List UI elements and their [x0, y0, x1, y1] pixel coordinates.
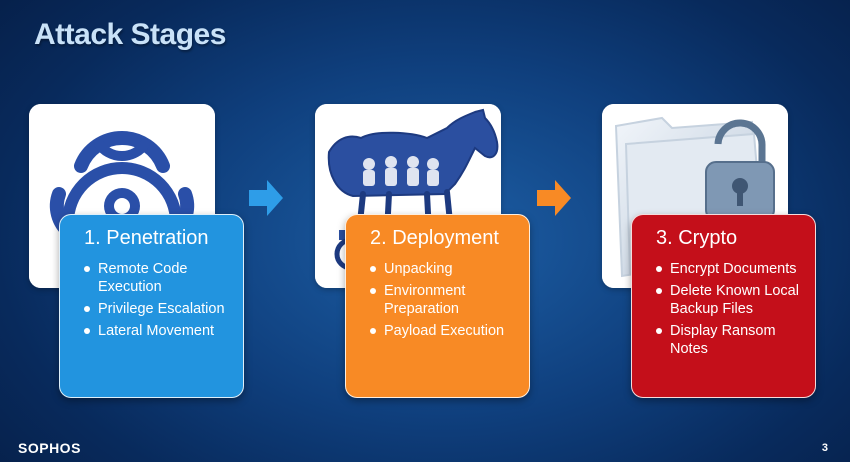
stage-3-bullets: Encrypt Documents Delete Known Local Bac… — [644, 260, 805, 358]
bullet-item: Lateral Movement — [72, 322, 233, 340]
stage-2-bullets: Unpacking Environment Preparation Payloa… — [358, 260, 519, 340]
bullet-item: Remote Code Execution — [72, 260, 233, 296]
stage-1-card: 1. Penetration Remote Code Execution Pri… — [59, 214, 244, 398]
bullet-item: Privilege Escalation — [72, 300, 233, 318]
arrow-right-icon — [249, 180, 283, 216]
arrow-right-icon — [537, 180, 571, 216]
bullet-item: Encrypt Documents — [644, 260, 805, 278]
bullet-item: Delete Known Local Backup Files — [644, 282, 805, 318]
bullet-item: Environment Preparation — [358, 282, 519, 318]
slide-title: Attack Stages — [34, 18, 226, 51]
bullet-item: Unpacking — [358, 260, 519, 278]
stage-3-title: 3. Crypto — [656, 227, 738, 249]
stage-1-title: 1. Penetration — [84, 227, 209, 249]
bullet-item: Payload Execution — [358, 322, 519, 340]
page-number: 3 — [821, 442, 828, 454]
stage-3-card: 3. Crypto Encrypt Documents Delete Known… — [631, 214, 816, 398]
bullet-item: Display Ransom Notes — [644, 322, 805, 358]
stage-2-title: 2. Deployment — [370, 227, 499, 249]
stage-1-bullets: Remote Code Execution Privilege Escalati… — [72, 260, 233, 340]
sophos-logo: SOPHOS — [18, 440, 81, 456]
stage-2-card: 2. Deployment Unpacking Environment Prep… — [345, 214, 530, 398]
